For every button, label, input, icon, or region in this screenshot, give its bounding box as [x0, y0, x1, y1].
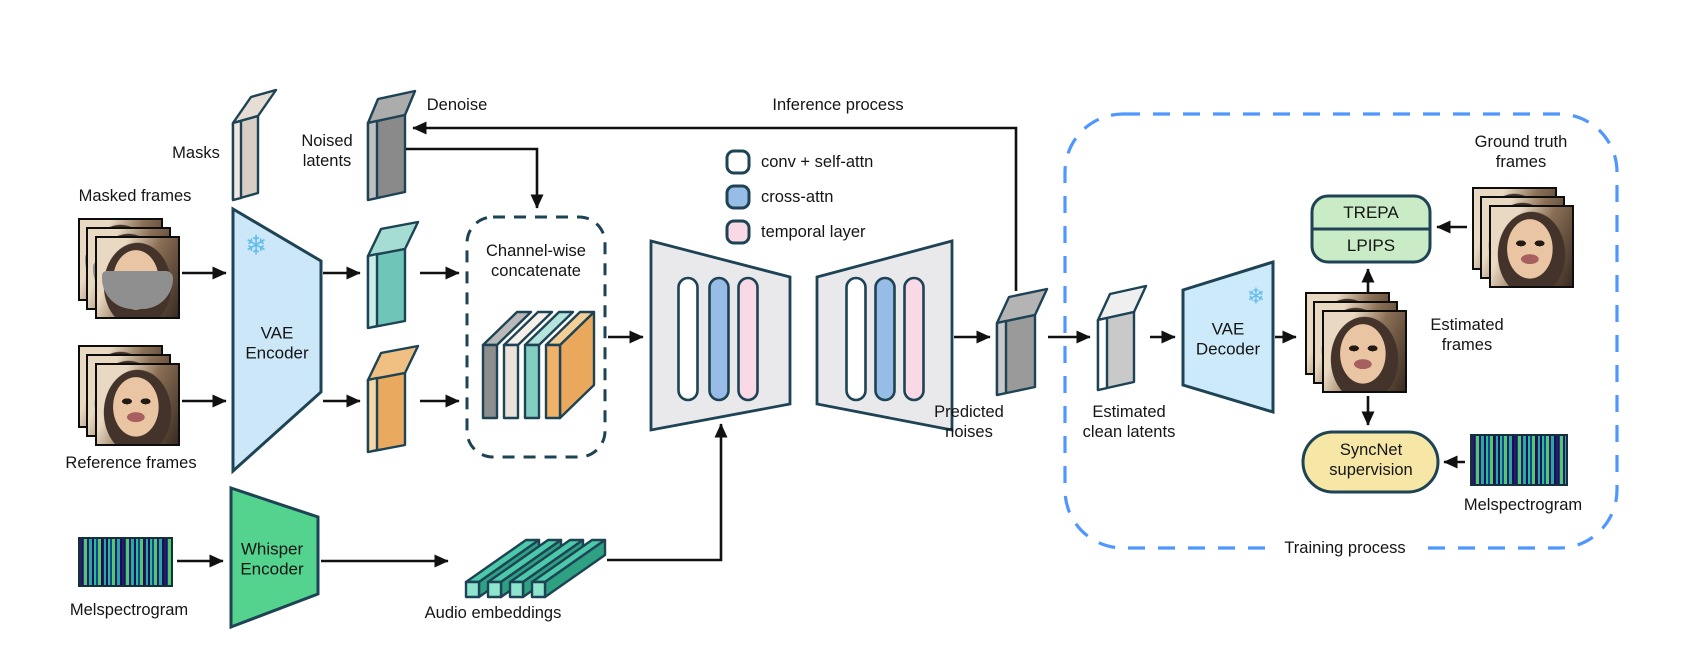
conv-self-attn-bar: [845, 276, 867, 402]
syncnet-supervision-label: SyncNet supervision: [1329, 441, 1413, 479]
predicted-noises-label: Predicted noises: [934, 403, 1004, 441]
masked-frame-image: [95, 236, 180, 319]
denoise-label: Denoise: [426, 96, 488, 115]
inference-process-label: Inference process: [772, 96, 904, 115]
concat-feature-stack: [481, 310, 596, 420]
cross-attn-bar: [874, 276, 896, 402]
frozen-snowflake-icon: ❄: [1246, 284, 1266, 310]
lpips-label: LPIPS: [1346, 235, 1396, 255]
ground-truth-frames-label: Ground truth frames: [1474, 133, 1568, 171]
legend-swatch-conv: [725, 149, 751, 175]
vae-decoder-shape: [1181, 259, 1275, 415]
whisper-encoder-label: Whisper Encoder: [240, 539, 304, 579]
legend-label-cross-attn: cross-attn: [761, 188, 834, 207]
arrow-noised-latents-to-concat: [406, 147, 544, 209]
concat-slab-teal: [523, 343, 541, 420]
reference-frames-stack: [78, 345, 182, 448]
melspectrogram-left-label: Melspectrogram: [69, 601, 189, 620]
channel-concat-label: Channel-wise concatenate: [486, 242, 586, 280]
legend-swatch-cross-attn: [725, 184, 751, 210]
estimated-clean-latents-slab: [1096, 284, 1148, 392]
vae-encoder-shape: [231, 206, 323, 475]
legend: [725, 149, 751, 245]
ground-truth-frames-stack: [1472, 187, 1576, 290]
flow-arrows: [177, 121, 1467, 568]
masked-frames-stack: [78, 218, 182, 321]
temporal-layer-bar: [737, 276, 759, 402]
legend-swatch-temporal: [725, 219, 751, 245]
trepa-label: TREPA: [1343, 202, 1399, 222]
melspectrogram-right-label: Melspectrogram: [1463, 496, 1583, 515]
reference-frame-image: [95, 363, 180, 446]
estimated-frames-label: Estimated frames: [1430, 316, 1504, 354]
concat-slab-orange: [544, 343, 562, 420]
estimated-frames-stack: [1305, 292, 1409, 395]
masks-slab: [231, 88, 278, 202]
temporal-layer-bar: [903, 276, 925, 402]
training-process-label: Training process: [1274, 539, 1416, 559]
arrow-inference-denoise-loop: [412, 121, 1018, 291]
audio-embeddings-rods: [464, 538, 607, 599]
frozen-snowflake-icon: ❄: [244, 230, 268, 262]
noised-latents-label: Noised latents: [301, 132, 353, 170]
predicted-noises-slab: [995, 287, 1049, 397]
melspectrogram-image-right: [1470, 434, 1568, 486]
audio-embedding-rod: [530, 538, 607, 599]
vae-encoder-label: VAE Encoder: [245, 323, 309, 363]
legend-label-temporal: temporal layer: [761, 223, 866, 242]
masked-latent-slab: [366, 220, 420, 330]
concat-slab-beige: [502, 343, 520, 420]
unet-layer-bars: [677, 276, 925, 402]
reference-latent-slab: [366, 344, 420, 454]
whisper-encoder-shape: [229, 485, 320, 630]
masks-label: Masks: [172, 144, 220, 163]
noised-latents-slab: [366, 89, 417, 202]
concat-slab-gray: [481, 343, 499, 420]
cross-attn-bar: [708, 276, 730, 402]
syncnet-box: [1301, 430, 1440, 494]
legend-label-conv: conv + self-attn: [761, 153, 874, 172]
masked-frames-label: Masked frames: [78, 187, 192, 206]
ground-truth-frame-image: [1489, 205, 1574, 288]
audio-embeddings-label: Audio embeddings: [424, 604, 562, 623]
vae-decoder-label: VAE Decoder: [1195, 319, 1261, 359]
melspectrogram-image-left: [78, 537, 173, 587]
channel-concat-box: [465, 215, 607, 459]
arrow-audio-embeddings-to-unet: [607, 423, 728, 562]
estimated-frame-image: [1322, 310, 1407, 393]
estimated-clean-latents-label: Estimated clean latents: [1082, 403, 1176, 441]
reference-frames-label: Reference frames: [65, 454, 197, 473]
conv-self-attn-bar: [677, 276, 699, 402]
